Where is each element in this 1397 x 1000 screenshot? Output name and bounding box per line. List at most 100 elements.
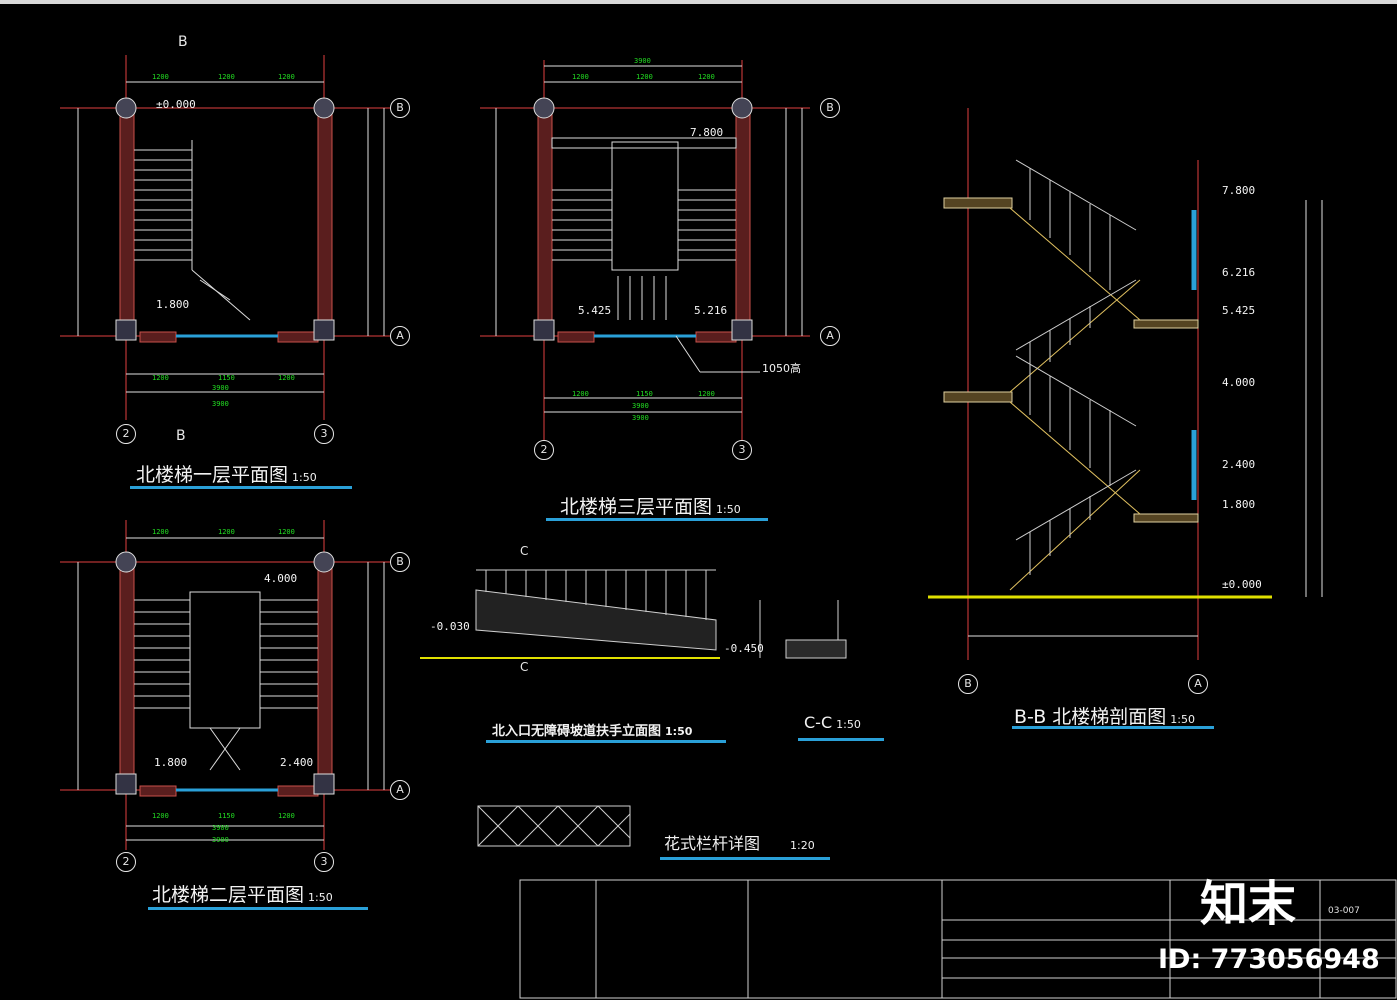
section-mark-b: B: [176, 428, 186, 444]
plan3-scale: 1:50: [716, 503, 741, 516]
railing-detail-drawing: [477, 805, 631, 847]
svg-text:1150: 1150: [218, 374, 235, 382]
section-cc-scale: 1:50: [836, 718, 861, 731]
svg-text:3900: 3900: [632, 414, 649, 422]
plan1-scale: 1:50: [292, 471, 317, 484]
plan3-title-underline: [546, 518, 768, 521]
axis-3-bubble: 3: [732, 440, 752, 460]
axis-a-bubble: A: [1188, 674, 1208, 694]
ramp-title-underline: [486, 740, 726, 743]
svg-text:3900: 3900: [634, 57, 651, 65]
svg-text:3900: 3900: [212, 836, 229, 844]
svg-text:1200: 1200: [572, 73, 589, 81]
plan2-drawing: 1200 1200 1200 1200 1150 1200 3900 3900: [60, 520, 390, 850]
ramp-scale: 1:50: [665, 725, 693, 738]
axis-b-bubble: B: [390, 98, 410, 118]
elev-plan3-right: 5.216: [694, 304, 728, 317]
plan2-title-text: 北楼梯二层平面图: [152, 884, 305, 906]
ramp-title-text: 北入口无障碍坡道扶手立面图: [492, 724, 662, 739]
svg-text:3900: 3900: [632, 402, 649, 410]
elev-ramp-right: -0.450: [724, 642, 764, 655]
svg-text:3900: 3900: [212, 384, 229, 392]
section-mark-c: C: [520, 544, 529, 558]
plan1-title-text: 北楼梯一层平面图: [136, 464, 289, 486]
plan1-drawing: 1200 1200 1200 1200 1150 1200 3900 3900: [60, 55, 390, 420]
elev-plan1-bottom: 1.800: [156, 298, 190, 311]
svg-text:1200: 1200: [698, 73, 715, 81]
axis-3-bubble: 3: [314, 852, 334, 872]
section-mark-c: C: [520, 660, 529, 674]
svg-text:1200: 1200: [278, 73, 295, 81]
axis-3-bubble: 3: [314, 424, 334, 444]
axis-2-bubble: 2: [534, 440, 554, 460]
elev-plan3-top: 7.800: [690, 126, 724, 139]
elev-plan2-top: 4.000: [264, 572, 298, 585]
axis-b-bubble: B: [958, 674, 978, 694]
section-bb-drawing: [928, 108, 1323, 660]
elev-plan1-top: ±0.000: [156, 98, 196, 111]
ramp-elevation-drawing: [420, 569, 847, 659]
svg-text:1200: 1200: [152, 812, 169, 820]
svg-text:3900: 3900: [212, 824, 229, 832]
title-block-drawing-no: 03-007: [1328, 906, 1360, 916]
watermark-id: ID: 773056948: [1158, 944, 1380, 975]
axis-2-bubble: 2: [116, 852, 136, 872]
elev-sec-7800: 7.800: [1222, 184, 1256, 197]
railing-scale: 1:20: [790, 839, 815, 852]
elev-sec-5425: 5.425: [1222, 304, 1256, 317]
elev-plan2-left: 1.800: [154, 756, 188, 769]
svg-text:1200: 1200: [152, 374, 169, 382]
svg-text:1200: 1200: [572, 390, 589, 398]
svg-text:1200: 1200: [278, 812, 295, 820]
elev-sec-1800: 1.800: [1222, 498, 1256, 511]
section-cc-title-underline: [798, 738, 884, 741]
elev-sec-6216: 6.216: [1222, 266, 1256, 279]
section-mark-b: B: [178, 34, 188, 50]
section-bb-title-text: B-B 北楼梯剖面图: [1014, 706, 1167, 728]
elev-sec-0000: ±0.000: [1222, 578, 1262, 591]
plan2-title-underline: [148, 907, 368, 910]
svg-text:1200: 1200: [278, 528, 295, 536]
elev-plan2-right: 2.400: [280, 756, 314, 769]
plan2-scale: 1:50: [308, 891, 333, 904]
axis-b-bubble: B: [390, 552, 410, 572]
section-cc-title-text: C-C: [804, 713, 833, 732]
window-top-border: [0, 0, 1397, 4]
elev-plan3-left: 5.425: [578, 304, 612, 317]
section-bb-title-underline: [1012, 726, 1214, 729]
svg-text:1200: 1200: [218, 73, 235, 81]
svg-text:1200: 1200: [152, 73, 169, 81]
railing-title-text: 花式栏杆详图: [664, 834, 761, 853]
plan1-title-underline: [130, 486, 352, 489]
svg-text:1200: 1200: [278, 374, 295, 382]
plan3-note: 1050高: [762, 362, 801, 375]
elev-sec-2400: 2.400: [1222, 458, 1256, 471]
axis-a-bubble: A: [390, 780, 410, 800]
svg-text:1200: 1200: [152, 528, 169, 536]
elev-sec-4000: 4.000: [1222, 376, 1256, 389]
plan3-drawing: 3900 1200 1200 1200 1200 1150 1200 3900 3900: [480, 57, 810, 440]
railing-title-underline: [660, 857, 830, 860]
svg-text:1200: 1200: [698, 390, 715, 398]
svg-text:1200: 1200: [218, 528, 235, 536]
svg-text:3900: 3900: [212, 400, 229, 408]
axis-a-bubble: A: [390, 326, 410, 346]
railing-title: 花式栏杆详图 1:20: [664, 830, 815, 854]
section-bb-scale: 1:50: [1170, 713, 1195, 726]
axis-2-bubble: 2: [116, 424, 136, 444]
axis-a-bubble: A: [820, 326, 840, 346]
plan3-title-text: 北楼梯三层平面图: [560, 496, 713, 518]
svg-text:1150: 1150: [218, 812, 235, 820]
svg-text:1200: 1200: [636, 73, 653, 81]
watermark-logo: 知末: [1200, 876, 1297, 932]
title-block-frame: [519, 879, 1397, 999]
elev-ramp-left: -0.030: [430, 620, 470, 633]
svg-text:1150: 1150: [636, 390, 653, 398]
